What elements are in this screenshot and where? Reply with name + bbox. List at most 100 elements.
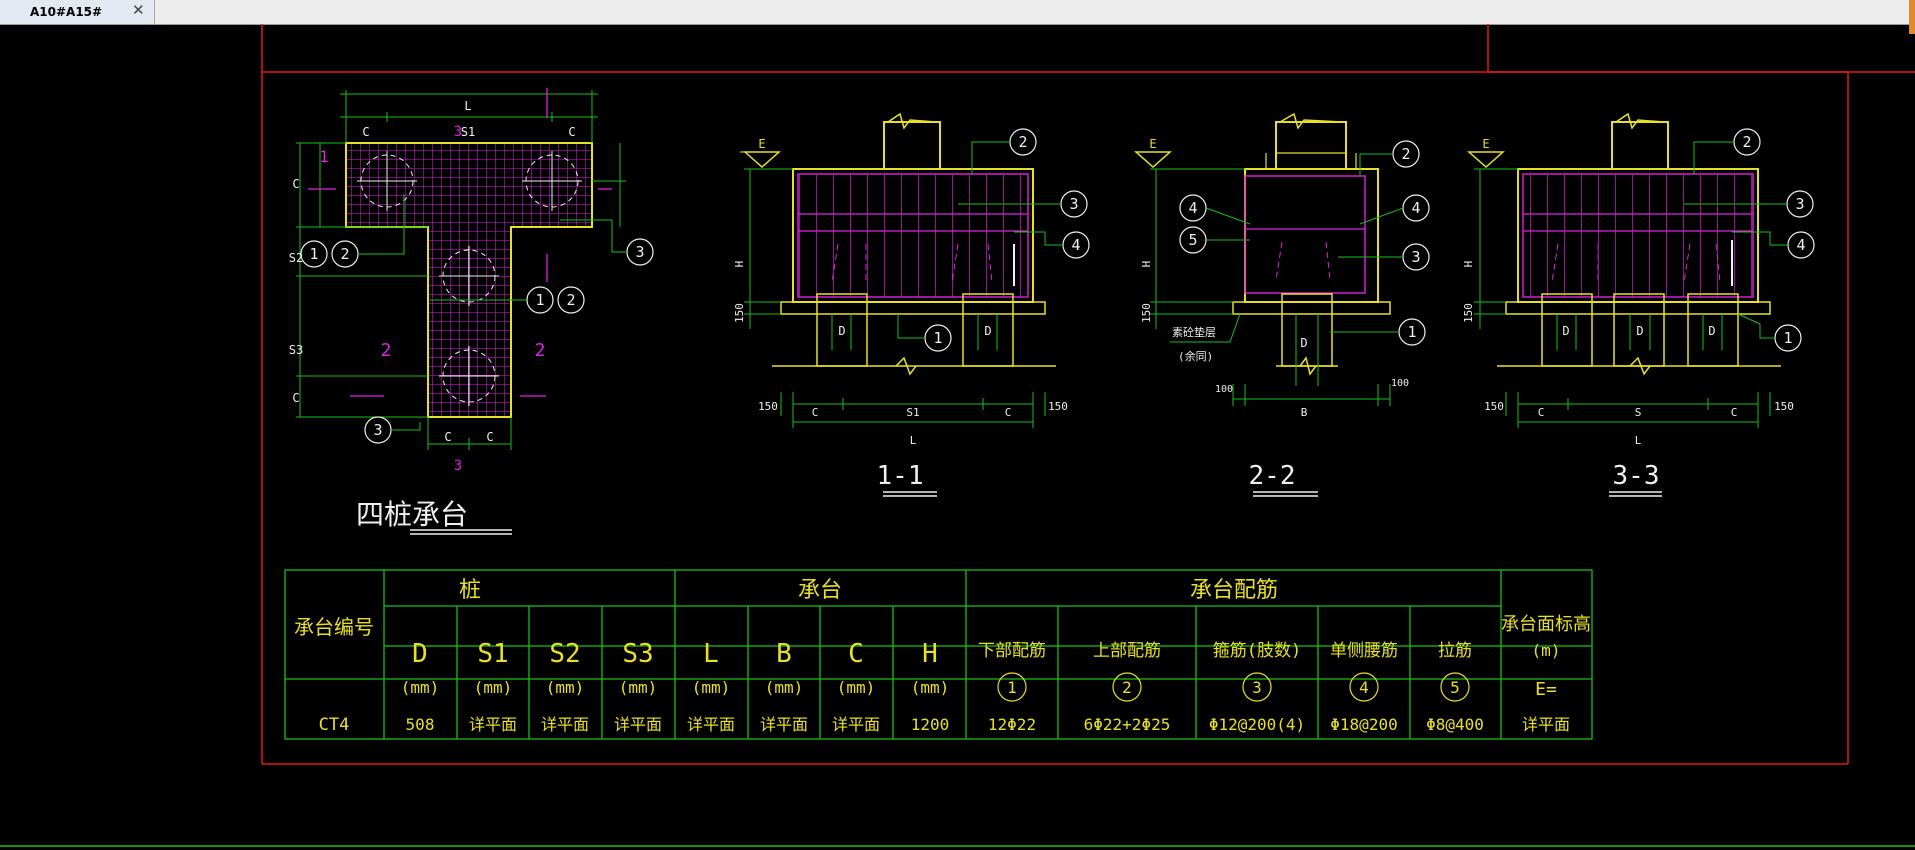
callout-4: 4 — [1188, 199, 1197, 217]
column-stub — [883, 121, 941, 169]
table-cell: 详平面 — [469, 715, 517, 734]
column-header: B — [776, 639, 792, 669]
cap-outline — [1244, 168, 1379, 303]
table-cell: 12Φ22 — [988, 715, 1036, 734]
table-cell: Φ12@200(4) — [1209, 715, 1305, 734]
callout-2: 2 — [1742, 133, 1751, 151]
dim-C: C — [486, 430, 493, 444]
column-header: 拉筋 — [1438, 641, 1472, 661]
column-header: S3 — [622, 639, 653, 669]
unit-cell: (mm) — [546, 678, 585, 697]
section-2-2-title: 2-2 — [1249, 461, 1296, 491]
dim-L: L — [1635, 434, 1642, 447]
rebar-mark: 4 — [1359, 678, 1369, 697]
table-cell: 详平面 — [760, 715, 808, 734]
callout-4: 4 — [1071, 236, 1080, 254]
rebar-mark-circle — [1242, 672, 1272, 702]
dim-B: B — [1301, 406, 1308, 419]
callout-4: 4 — [1796, 236, 1805, 254]
dim-C: C — [362, 125, 369, 139]
column-header: L — [703, 639, 719, 669]
dim-S1: S1 — [461, 125, 475, 139]
header-elev-unit: (m) — [1532, 641, 1561, 660]
table-cell: 详平面 — [541, 715, 589, 734]
callout-3: 3 — [1411, 248, 1420, 266]
rebar-mark: 3 — [1252, 678, 1262, 697]
callout-1: 1 — [1407, 323, 1416, 341]
section-mark-3: 3 — [454, 458, 462, 474]
callout-2: 2 — [1401, 145, 1410, 163]
edge-marker — [1909, 0, 1915, 34]
dim-C: C — [812, 406, 819, 419]
callout-3: 3 — [1069, 195, 1078, 213]
dim-H: H — [1462, 261, 1475, 268]
drawing-frame — [261, 24, 1915, 765]
rebar-mark: 2 — [1122, 678, 1132, 697]
note-same: (余同) — [1178, 349, 1213, 363]
section-3-3-title: 3-3 — [1613, 461, 1660, 491]
plan-view: L S1 C C S2 S3 C C C C 1 2 2 3 3 1 2 1 2… — [289, 88, 654, 535]
close-icon[interactable]: ✕ — [132, 1, 145, 19]
column-stub — [1611, 121, 1669, 169]
rebar-mark-circle — [1440, 672, 1470, 702]
table-cell: 详平面 — [832, 715, 880, 734]
table-cell: 详平面 — [687, 715, 735, 734]
cell-cap-id: CT4 — [319, 715, 350, 735]
column-header: S1 — [477, 639, 508, 669]
column-header: 上部配筋 — [1093, 641, 1161, 661]
plan-title: 四桩承台 — [356, 498, 468, 531]
rebar-mark: 1 — [1007, 678, 1017, 697]
header-elev: 承台面标高 — [1501, 614, 1591, 635]
header-pile: 桩 — [459, 578, 481, 603]
cad-canvas[interactable]: L S1 C C S2 S3 C C C C 1 2 2 3 3 1 2 1 2… — [0, 24, 1915, 850]
pile-label: D — [984, 324, 991, 338]
dim-150: 150 — [1462, 303, 1475, 323]
elev-label: E — [1149, 137, 1156, 151]
section-mark-2: 2 — [381, 340, 392, 361]
callout-3: 3 — [635, 243, 644, 261]
header-cap: 承台 — [798, 578, 842, 603]
pile-label: D — [838, 324, 845, 338]
drawing-tab[interactable]: A10#A15# ✕ — [0, 0, 155, 24]
header-rebar: 承台配筋 — [1190, 578, 1278, 603]
unit-cell: (mm) — [401, 678, 440, 697]
callout-5: 5 — [1188, 231, 1197, 249]
section-1-1: E H 150 D D 150 C S1 C 150 L — [733, 112, 1090, 497]
column-header: H — [922, 639, 938, 669]
dim-100: 100 — [1391, 378, 1409, 389]
unit-cell: (mm) — [837, 678, 876, 697]
column-header: 单侧腰筋 — [1330, 641, 1398, 661]
column-stub — [1275, 121, 1347, 169]
dim-C: C — [1731, 406, 1738, 419]
unit-cell: (mm) — [765, 678, 804, 697]
cell-elev: 详平面 — [1522, 715, 1570, 734]
dim-H: H — [1140, 261, 1153, 268]
pile-label: D — [1300, 336, 1307, 350]
dim-150: 150 — [1774, 400, 1794, 413]
unit-cell: (mm) — [911, 678, 950, 697]
table-cell: 508 — [406, 715, 435, 734]
callout-1: 1 — [309, 245, 318, 263]
table-cell: 详平面 — [614, 715, 662, 734]
callout-4: 4 — [1411, 199, 1420, 217]
pile-label: D — [1708, 324, 1715, 338]
dim-S3: S3 — [289, 343, 303, 357]
dim-C: C — [444, 430, 451, 444]
tab-title[interactable]: A10#A15# — [30, 5, 103, 19]
table-cell: 1200 — [911, 715, 950, 734]
dim-150: 150 — [1048, 400, 1068, 413]
dim-L: L — [910, 434, 917, 447]
dim-150: 150 — [1140, 303, 1153, 323]
table-cell: Φ8@400 — [1426, 715, 1484, 734]
elev-label: E — [1482, 137, 1489, 151]
rebar-mark-circle — [997, 672, 1027, 702]
callout-1: 1 — [535, 291, 544, 309]
pile — [1281, 293, 1333, 367]
rebar-mark-circle — [1112, 672, 1142, 702]
dim-C: C — [1538, 406, 1545, 419]
section-1-1-title: 1-1 — [877, 461, 924, 491]
pile-label: D — [1562, 324, 1569, 338]
dim-100: 100 — [1215, 384, 1233, 395]
dim-S2: S2 — [289, 251, 303, 265]
section-mark-2: 2 — [535, 340, 546, 361]
